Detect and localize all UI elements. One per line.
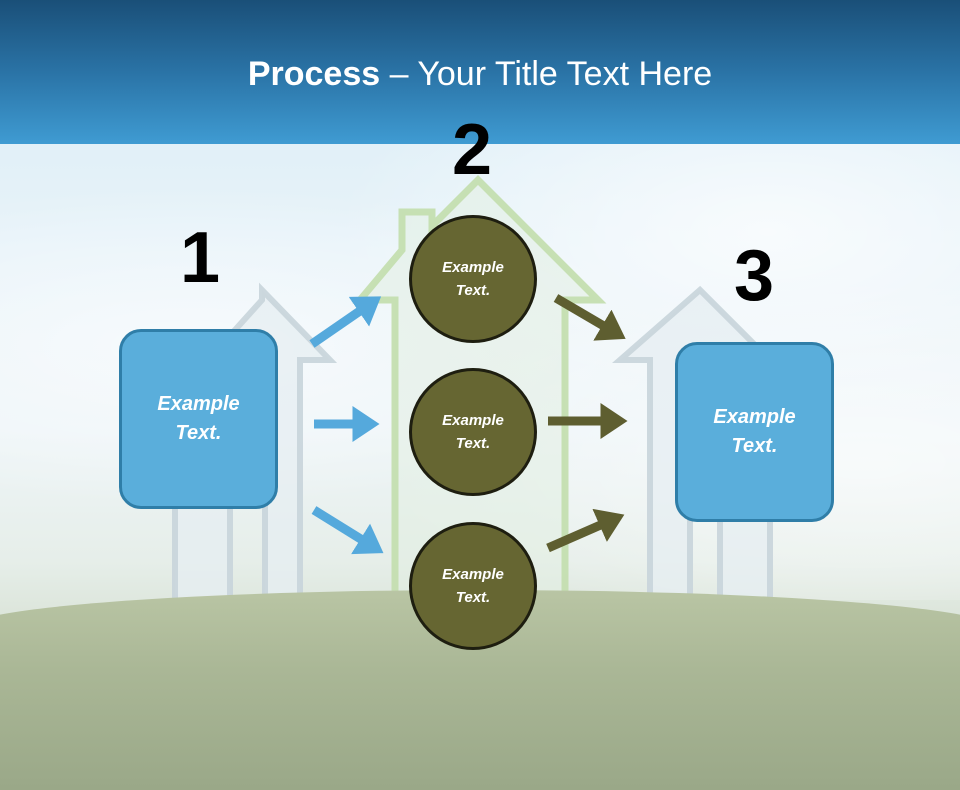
title-rest: – Your Title Text Here bbox=[380, 55, 713, 93]
step-2-number: 2 bbox=[451, 110, 493, 190]
title-bar bbox=[0, 0, 960, 144]
arrow-1-to-2-bottom bbox=[311, 506, 384, 555]
step-1-number: 1 bbox=[179, 218, 221, 298]
step-2-circle-bottom-text: Example Text. bbox=[442, 566, 504, 606]
step-2-circle-bottom: Example Text. bbox=[409, 522, 537, 650]
step-2-circle-top: Example Text. bbox=[409, 215, 537, 343]
step-1-box: Example Text. bbox=[119, 329, 278, 509]
step-2-circle-top-text: Example Text. bbox=[442, 259, 504, 299]
flow-arrows bbox=[309, 294, 628, 555]
arrow-2-to-3-bottom bbox=[546, 508, 625, 553]
arrow-1-to-2-top bbox=[309, 296, 382, 348]
step-3-text: Example Text. bbox=[713, 406, 796, 457]
step-3-number: 3 bbox=[733, 236, 775, 316]
slide-title: Process – Your Title Text Here bbox=[0, 52, 960, 96]
step-2-circle-middle: Example Text. bbox=[409, 368, 537, 496]
title-bold: Process bbox=[247, 55, 381, 93]
step-1-text: Example Text. bbox=[157, 393, 240, 444]
step-3-box: Example Text. bbox=[675, 342, 834, 522]
arrow-2-to-3-top bbox=[553, 294, 626, 341]
step-2-circle-middle-text: Example Text. bbox=[442, 412, 504, 452]
